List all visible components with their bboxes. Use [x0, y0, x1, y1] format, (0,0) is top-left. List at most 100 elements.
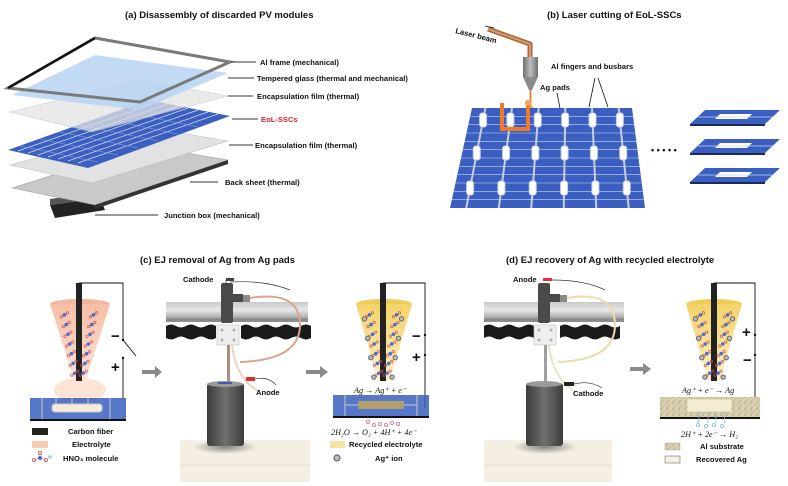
hno3-molecule [390, 321, 400, 329]
hno3-molecule [80, 359, 90, 367]
hno3-molecule [83, 340, 93, 348]
hno3-molecule [68, 359, 78, 367]
laser-cut-path [500, 103, 530, 131]
cut-cell-piece [690, 110, 780, 126]
hno3-molecule [66, 350, 76, 358]
hno3-molecule [85, 330, 95, 338]
swatch-recycled-electrolyte [330, 441, 345, 448]
legend-d: Al substrate Recovered Ag [664, 442, 747, 464]
hno3-molecule [719, 330, 729, 338]
ag-ion [371, 374, 377, 380]
ag-ion [695, 335, 702, 341]
ag-pad [528, 180, 537, 196]
hno3-molecule [387, 340, 397, 348]
ag-pad [622, 180, 631, 196]
hno3-molecule-icon [32, 450, 52, 462]
ellipsis: • • • • • [651, 145, 677, 155]
hno3-molecule [372, 359, 382, 367]
cut-cell-piece [690, 168, 780, 184]
swatch-electrolyte [32, 441, 48, 448]
anode-clip [543, 278, 552, 281]
hno3-molecule [63, 330, 73, 338]
legend-al-substrate: Al substrate [700, 442, 744, 451]
swatch-recovered-ag [664, 455, 681, 464]
sign-negative-c: − [111, 328, 120, 345]
hno3-molecule [369, 340, 379, 348]
hno3-molecule [715, 359, 725, 367]
ag-pad [619, 145, 628, 161]
hno3-molecule [700, 340, 710, 348]
hno3-molecule [70, 369, 80, 377]
jet-schematic-c: − + [30, 282, 137, 421]
ag-ion [692, 316, 699, 322]
panel-c: (c) EJ removal of Ag from Ag pads − + Ca… [30, 255, 429, 482]
hno3-molecule [65, 340, 75, 348]
ag-pad [589, 145, 598, 161]
hno3-molecule [78, 369, 88, 377]
apparatus-d [484, 278, 624, 482]
label-back-sheet: Back sheet (thermal) [225, 178, 300, 187]
sign-negative-d: − [743, 352, 752, 369]
legend-hno3: HNO₃ molecule [63, 454, 118, 463]
ag-pad [615, 112, 624, 128]
panel-d: (d) EJ recovery of Ag with recycled elec… [484, 255, 760, 482]
reaction-ag-reduction: Ag⁺ + e⁻ → Ag [681, 386, 734, 395]
ag-pad [588, 112, 597, 128]
label-cathode-c: Cathode [183, 275, 213, 284]
hno3-molecule [82, 350, 92, 358]
panel-d-title: (d) EJ recovery of Ag with recycled elec… [506, 255, 714, 266]
process-arrow [306, 366, 328, 378]
swatch-carbon-fiber [32, 428, 48, 435]
legend-electrolyte: Electrolyte [72, 440, 111, 449]
label-encapsulation-top: Encapsulation film (thermal) [257, 92, 360, 101]
ag-pad [466, 180, 475, 196]
ag-ion [398, 316, 405, 322]
ag-ion [702, 374, 708, 380]
swatch-al-substrate [664, 442, 681, 451]
sign-positive-c2: + [412, 349, 421, 366]
eol-sscs-layer [8, 100, 230, 168]
label-junction-box: Junction box (mechanical) [164, 211, 260, 220]
label-anode-c: Anode [256, 388, 280, 397]
sign-positive-c: + [111, 359, 120, 376]
reaction-oxidation-ag: Ag → Ag⁺ + e⁻ [353, 386, 407, 395]
hno3-molecule [384, 359, 394, 367]
hno3-molecule [391, 311, 402, 319]
ag-ion [723, 355, 729, 361]
hno3-molecule [702, 350, 712, 358]
ag-pad [506, 112, 515, 128]
legend-ag-ion: Ag⁺ ion [375, 454, 403, 463]
reaction-oxygen-evolution: 2H₂O → O₂ + 4H⁺ + 4e⁻ [331, 428, 417, 437]
panel-a-title: (a) Disassembly of discarded PV modules [125, 10, 313, 21]
jet-schematic-c-right: − + Ag → Ag⁺ + e⁻ 2H₂O → O₂ + 4H⁺ + 4e⁻ [331, 282, 429, 437]
reaction-hydrogen-evolution: 2H⁺ + 2e⁻ → H₂ [681, 430, 738, 439]
hno3-molecule [368, 330, 378, 338]
sign-negative-c2: − [412, 328, 421, 345]
hno3-molecule [703, 359, 713, 367]
ag-pad [533, 112, 542, 128]
cut-cell-piece [690, 139, 780, 155]
panel-c-title: (c) EJ removal of Ag from Ag pads [140, 255, 295, 266]
cathode-clip [564, 382, 574, 386]
label-ag-pads: Ag pads [540, 83, 570, 92]
apparatus-c [166, 278, 311, 482]
process-arrow [142, 366, 162, 378]
carbon-fiber-electrode [76, 283, 82, 381]
legend-carbon-fiber: Carbon fiber [68, 427, 113, 436]
ag-pad [560, 145, 569, 161]
carbon-fiber-electrode [711, 283, 717, 381]
hno3-molecule [713, 369, 723, 377]
ag-pad [497, 180, 506, 196]
hno3-molecule [87, 321, 97, 329]
carbon-fiber-electrode [380, 283, 386, 381]
legend-recycled-electrolyte: Recycled electrolyte [349, 440, 422, 449]
hno3-molecule [697, 321, 707, 329]
hno3-molecule [382, 369, 392, 377]
hno3-molecule [721, 321, 731, 329]
anode-clip [246, 377, 255, 381]
panel-a: (a) Disassembly of discarded PV modules [3, 10, 408, 220]
hno3-molecule [88, 311, 99, 319]
ag-ion-icon [333, 454, 341, 462]
ag-pad [591, 180, 600, 196]
ag-pad [561, 112, 570, 128]
